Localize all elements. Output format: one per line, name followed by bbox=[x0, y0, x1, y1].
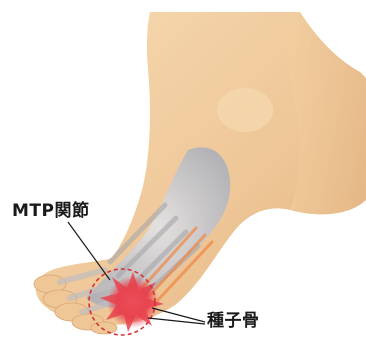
mtp-joint-label: MTP関節 bbox=[12, 203, 89, 220]
ankle-highlight bbox=[217, 88, 273, 132]
heel-shade bbox=[288, 12, 366, 214]
sesamoid-bone-label: 種子骨 bbox=[207, 313, 260, 330]
sesamoid-leader-line-1 bbox=[152, 308, 205, 322]
sesamoid-leader-line-2 bbox=[148, 318, 205, 324]
